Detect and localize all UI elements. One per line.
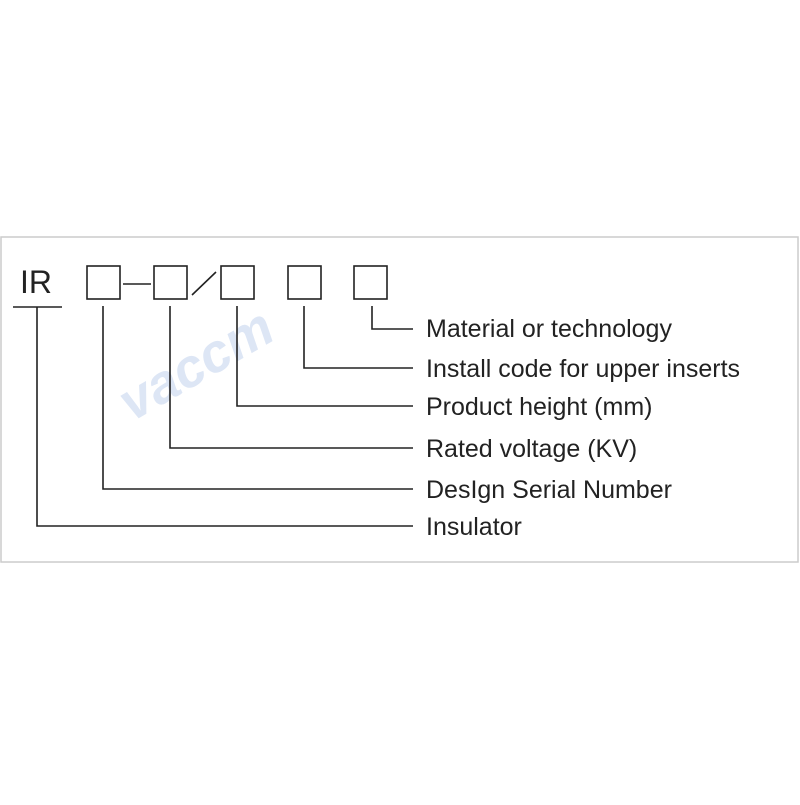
- frame-border: [0, 236, 799, 563]
- label-rated-voltage: Rated voltage (KV): [426, 435, 637, 463]
- leader-insulator: [36, 307, 413, 527]
- code-box-5: [353, 265, 388, 300]
- label-material: Material or technology: [426, 315, 672, 343]
- code-box-1: [86, 265, 121, 300]
- separator-slash: [191, 271, 217, 296]
- leader-rated-voltage: [169, 306, 413, 449]
- leader-install-code: [303, 306, 413, 369]
- label-insulator: Insulator: [426, 513, 522, 541]
- code-box-4: [287, 265, 322, 300]
- code-box-2: [153, 265, 188, 300]
- leader-material: [371, 306, 413, 330]
- leader-serial-number: [102, 306, 413, 490]
- code-box-3: [220, 265, 255, 300]
- leader-product-height: [236, 306, 413, 407]
- prefix-code: IR: [20, 264, 52, 300]
- label-serial-number: DesIgn Serial Number: [426, 476, 672, 504]
- label-install-code: Install code for upper inserts: [426, 355, 740, 383]
- label-product-height: Product height (mm): [426, 393, 652, 421]
